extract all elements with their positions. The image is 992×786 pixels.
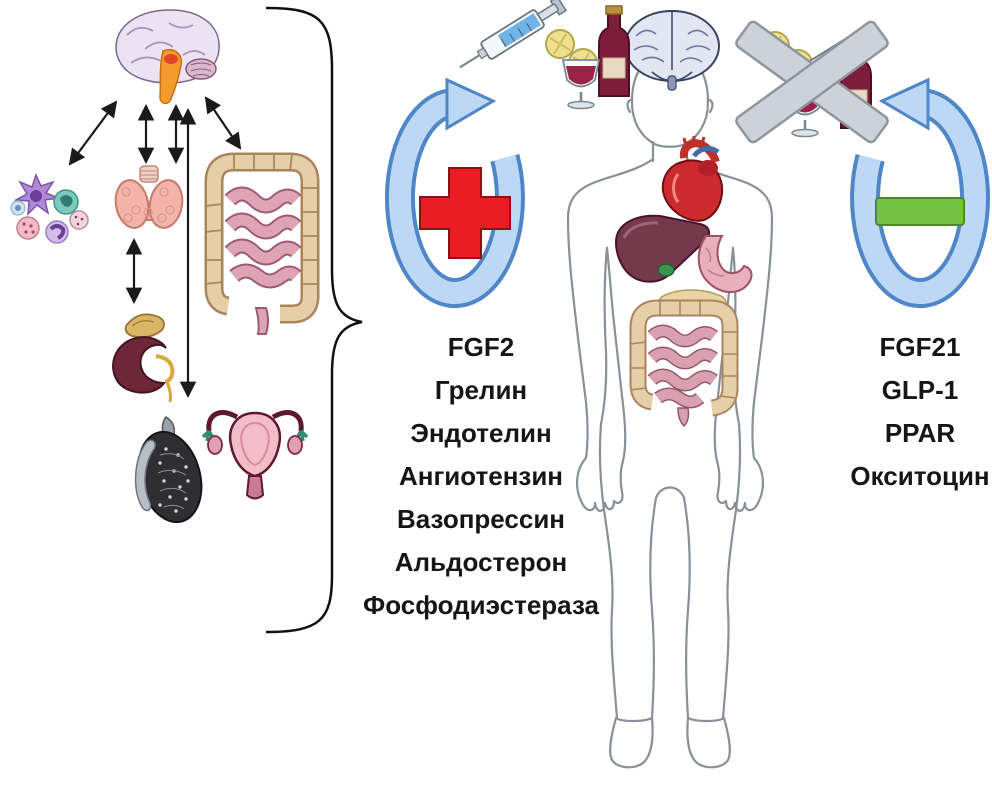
body-crotch: [654, 486, 686, 500]
brain-icon: [115, 9, 220, 105]
brain-icon: [624, 10, 720, 91]
wine-bottle-icon: [598, 5, 630, 97]
kidney-adrenal-icon: [112, 313, 175, 403]
body-right-foot: [686, 716, 731, 769]
liver-icon: [614, 214, 711, 283]
testis-icon: [134, 416, 203, 524]
factor-label: GLP-1: [881, 375, 959, 405]
uterus-icon: [201, 410, 309, 500]
factor-label: FGF2: [447, 332, 515, 362]
increase-factor-list: FGF2 Грелин Эндотелин Ангиотензин Вазопр…: [352, 326, 610, 627]
factor-label: PPAR: [884, 418, 956, 448]
body-left-foot: [609, 716, 654, 769]
double-arrow: [204, 96, 242, 150]
organ-arrows: [68, 96, 242, 399]
factor-label: Альдостерон: [394, 547, 568, 577]
intestine-icon: [629, 299, 739, 428]
stomach-icon: [697, 235, 753, 293]
decrease-cycle-arrow: [865, 80, 975, 293]
factor-label: Фосфодиэстераза: [363, 590, 599, 620]
body-right-arm: [685, 157, 774, 512]
intestine-icon: [204, 152, 320, 335]
factor-label: FGF21: [879, 332, 961, 362]
factor-label: Ангиотензин: [398, 461, 564, 491]
alcohol-drugs-icons: [453, 0, 630, 110]
decrease-factor-list: FGF21 GLP-1 PPAR Окситоцин: [822, 326, 992, 498]
pill-icon: [545, 29, 575, 59]
factor-label: Эндотелин: [410, 418, 552, 448]
factor-label: Вазопрессин: [396, 504, 566, 534]
heart-icon: [661, 136, 724, 222]
minus-sign: [875, 197, 965, 226]
factor-label: Грелин: [434, 375, 528, 405]
body-left-arm: [566, 157, 655, 512]
alcohol-drugs-crossed-icons: [735, 20, 889, 144]
wine-glass-icon: [561, 59, 601, 110]
body-left-side: [598, 246, 619, 720]
factor-label: Окситоцин: [850, 461, 990, 491]
cross-out-icon: [735, 20, 889, 144]
brace: [265, 6, 363, 634]
immune-cells-icon: [10, 172, 89, 244]
plus-sign: [419, 167, 511, 259]
thyroid-icon: [114, 165, 184, 229]
double-arrow: [68, 100, 118, 166]
gallbladder-icon: [657, 263, 675, 277]
